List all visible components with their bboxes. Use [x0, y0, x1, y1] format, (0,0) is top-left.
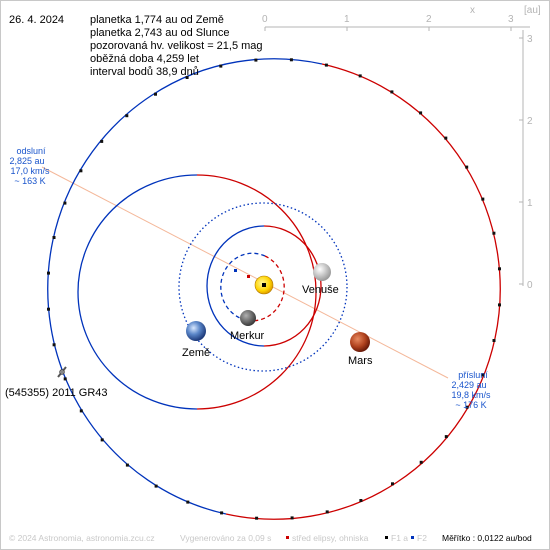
focus-f2-marker [234, 269, 237, 272]
orbit-position-dot [52, 343, 56, 347]
info-magnitude: pozorovaná hv. velikost = 21,5 mag [90, 40, 263, 52]
y-tick-2: 2 [527, 116, 533, 127]
perihelion-title: přísluní [458, 370, 488, 380]
orbit-position-dot [100, 139, 104, 143]
orbit-position-dot [481, 373, 485, 377]
footer-copyright: © 2024 Astronomia, astronomia.zcu.cz [9, 533, 155, 543]
orbit-position-dot [289, 58, 293, 62]
perihelion-distance: 2,429 au [451, 380, 486, 390]
focus-f1-marker [262, 283, 266, 287]
venus-planet [313, 263, 331, 281]
aphelion-temperature: ~ 163 K [14, 176, 45, 186]
orbit-position-dot [186, 500, 190, 504]
orbit-position-dot [79, 169, 83, 173]
x-tick-1: 1 [344, 14, 350, 25]
orbit-position-dot [52, 236, 56, 239]
earth-orbit [178, 202, 348, 372]
legend-f1-swatch [385, 536, 388, 539]
orbit-position-dot [324, 63, 328, 67]
orbit-position-dot [154, 92, 157, 96]
orbit-position-dot [254, 58, 258, 62]
orbit-position-dot [79, 409, 83, 413]
info-distance-earth: planetka 1,774 au od Země [90, 14, 224, 26]
earth-planet [186, 321, 206, 341]
orbit-position-dot [465, 165, 469, 169]
orbit-position-dot [498, 267, 501, 271]
footer-generated: Vygenerováno za 0,09 s [180, 533, 271, 543]
ellipse-center-marker [247, 275, 250, 278]
venus-label: Venuše [302, 284, 339, 296]
orbit-position-dot [125, 463, 129, 467]
orbit-position-dot [325, 510, 329, 514]
orbit-position-dot [125, 114, 129, 118]
orbit-position-dot [498, 303, 501, 307]
mercury-planet [240, 310, 256, 326]
orbit-position-dot [419, 111, 423, 115]
x-axis-label: x [470, 5, 475, 16]
orbit-position-dot [359, 499, 363, 502]
y-axis [519, 30, 524, 286]
mercury-label: Merkur [230, 330, 265, 342]
legend-f2-swatch [411, 536, 414, 539]
orbit-position-dot [444, 136, 448, 140]
mars-planet [350, 332, 370, 352]
orbit-position-dot [100, 438, 104, 442]
orbit-position-dot [255, 516, 259, 520]
orbit-position-dot [63, 201, 67, 205]
x-axis [264, 26, 530, 31]
earth-label: Země [182, 347, 210, 359]
venus-orbit [206, 225, 322, 347]
y-tick-1: 1 [527, 198, 533, 209]
orbit-position-dot [492, 231, 496, 235]
orbit-position-dot [47, 271, 50, 275]
y-tick-0: 0 [527, 280, 533, 291]
mars-label: Mars [348, 355, 373, 367]
orbit-position-dot [185, 76, 189, 79]
orbit-position-dot [465, 405, 469, 409]
asteroid-position-dots [47, 58, 501, 520]
orbit-position-dot [419, 460, 423, 464]
y-axis-unit: [au] [524, 5, 541, 16]
mercury-orbit [220, 252, 285, 322]
aphelion-title: odsluní [16, 146, 46, 156]
orbit-position-dot [154, 484, 158, 488]
orbit-position-dot [481, 197, 485, 201]
info-point-interval: interval bodů 38,9 dnů [90, 66, 199, 78]
orbit-position-dot [390, 90, 394, 94]
footer-legend-f2: F2 [417, 533, 427, 543]
footer-scale: Měřítko : 0,0122 au/bod [442, 533, 532, 543]
date-label: 26. 4. 2024 [9, 14, 64, 26]
footer-legend-center: střed elipsy, ohniska [292, 533, 369, 543]
orbit-position-dot [444, 435, 448, 439]
orbit-position-dot [290, 516, 294, 520]
apsis-line [41, 166, 449, 379]
orbit-position-dot [47, 307, 50, 311]
mars-orbit [77, 174, 317, 410]
asteroid-marker [57, 366, 67, 378]
asteroid-name: (545355) 2011 GR43 [5, 387, 108, 399]
y-tick-3: 3 [527, 34, 533, 45]
perihelion-temperature: ~ 176 K [455, 400, 486, 410]
aphelion-distance: 2,825 au [9, 156, 44, 166]
orbit-position-dot [63, 377, 67, 381]
aphelion-speed: 17,0 km/s [10, 166, 50, 176]
info-orbital-period: oběžná doba 4,259 let [90, 53, 199, 65]
orbit-position-dot [391, 482, 394, 486]
orbit-position-dot [219, 64, 223, 68]
x-tick-3: 3 [508, 14, 514, 25]
footer-legend-f1: F1 a [391, 533, 408, 543]
legend-center-swatch [286, 536, 289, 539]
x-tick-0: 0 [262, 14, 268, 25]
info-distance-sun: planetka 2,743 au od Slunce [90, 27, 229, 39]
x-tick-2: 2 [426, 14, 432, 25]
perihelion-speed: 19,8 km/s [451, 390, 491, 400]
orbit-position-dot [220, 511, 224, 515]
orbit-position-dot [492, 339, 496, 342]
orbit-position-dot [358, 74, 362, 78]
